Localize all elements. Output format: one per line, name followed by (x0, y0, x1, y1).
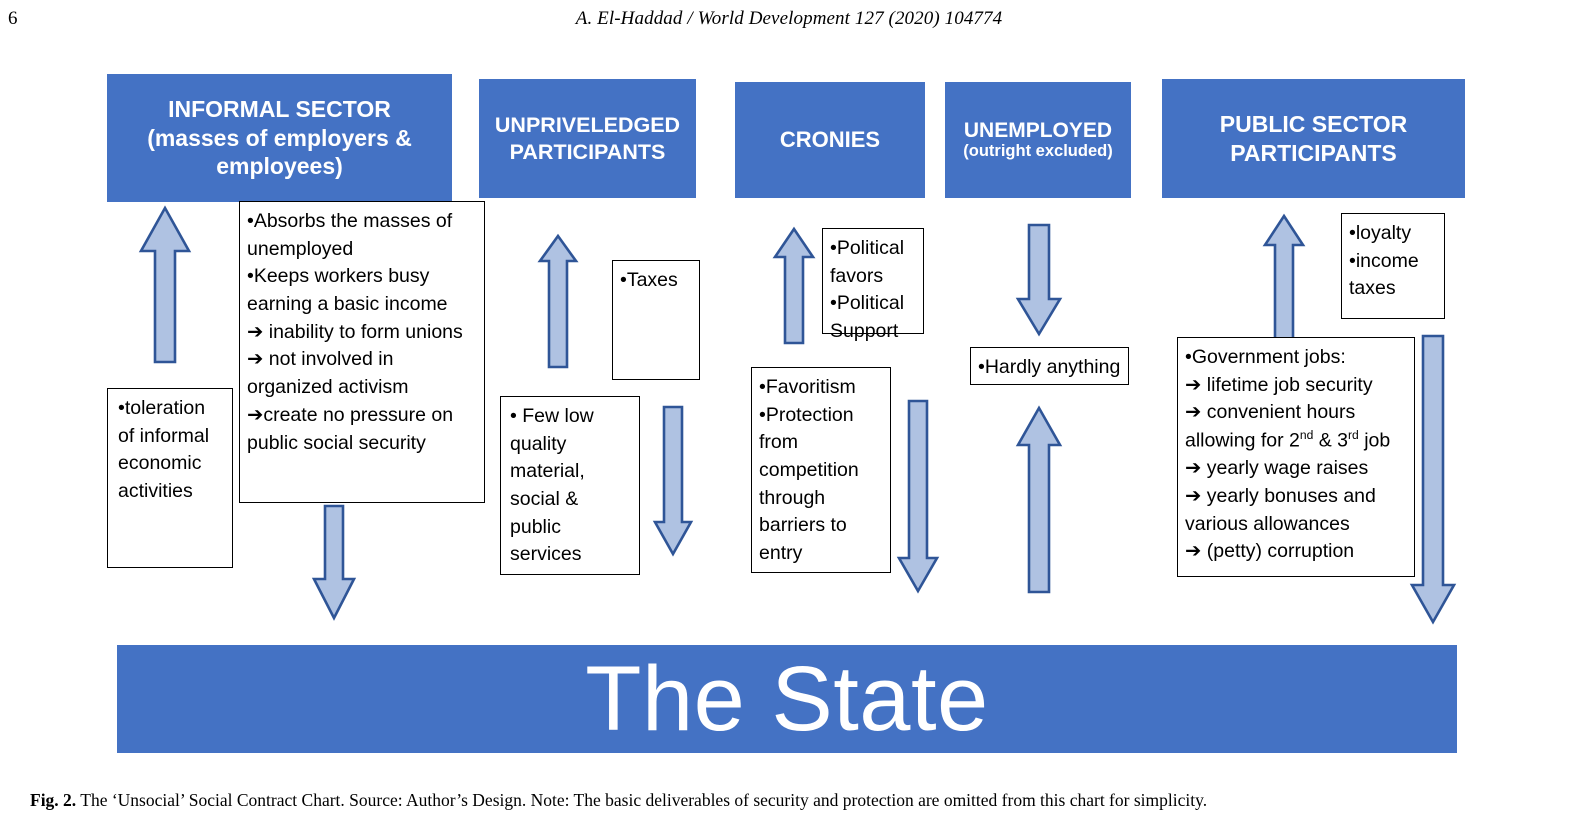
header-informal-sector-line2: (masses of employers & employees) (147, 124, 412, 180)
page-number: 6 (8, 8, 18, 29)
header-box-unemployed: UNEMPLOYED (outright excluded) (945, 82, 1131, 198)
header-unpriveledged-line1: UNPRIVELEDGED (494, 112, 681, 137)
down-arrow-public-sector (1409, 334, 1457, 625)
header-box-cronies: CRONIES (735, 82, 925, 198)
textbox-favoritism-protection: •Favoritism •Protection from competition… (751, 367, 891, 573)
figure-caption-text: The ‘Unsocial’ Social Contract Chart. So… (80, 790, 1208, 810)
header-unemployed-line2: (outright excluded) (963, 142, 1113, 161)
government-jobs-part1: •Government jobs: ➔ lifetime job securit… (1185, 346, 1373, 452)
header-box-informal-sector: INFORMAL SECTOR (masses of employers & e… (107, 74, 452, 202)
textbox-taxes: •Taxes (612, 260, 700, 380)
down-arrow-unemployed (1015, 223, 1063, 337)
running-head: A. El-Haddad / World Development 127 (20… (575, 8, 1003, 29)
textbox-hardly-anything: •Hardly anything (970, 347, 1129, 385)
textbox-absorbs-masses: •Absorbs the masses of unemployed •Keeps… (239, 201, 485, 503)
up-arrow-unpriveledged (537, 233, 579, 369)
header-cronies-line1: CRONIES (779, 127, 881, 153)
header-unemployed-line1: UNEMPLOYED (963, 119, 1113, 143)
government-jobs-sup-3rd: rd (1348, 428, 1359, 443)
header-box-unpriveledged-participants: UNPRIVELEDGED PARTICIPANTS (479, 79, 696, 198)
header-unpriveledged-line2: PARTICIPANTS (509, 139, 666, 164)
header-public-sector-line1: PUBLIC SECTOR (1219, 110, 1408, 137)
government-jobs-sup-2nd: nd (1299, 428, 1314, 443)
textbox-toleration: •toleration of informal economic activit… (107, 388, 233, 568)
up-arrow-unemployed (1015, 405, 1063, 594)
textbox-loyalty-income-taxes: •loyalty •income taxes (1341, 213, 1445, 319)
textbox-political-favors: •Political favors •Political Support (822, 228, 924, 342)
down-arrow-unpriveledged (652, 405, 694, 557)
textbox-government-jobs: •Government jobs: ➔ lifetime job securit… (1177, 337, 1415, 577)
up-arrow-cronies (772, 226, 816, 345)
textbox-few-low-quality-services: • Few low quality material, social & pub… (500, 396, 640, 575)
down-arrow-cronies (896, 399, 940, 594)
government-jobs-part2: & 3 (1313, 429, 1349, 452)
down-arrow-informal-sector (311, 504, 357, 621)
state-bar: The State (117, 645, 1457, 753)
header-informal-sector-line1: INFORMAL SECTOR (168, 95, 391, 122)
up-arrow-public-sector (1262, 213, 1306, 342)
government-jobs-part3: job ➔ yearly wage raises ➔ yearly bonuse… (1185, 429, 1391, 563)
up-arrow-informal-sector (138, 205, 192, 364)
figure-caption: Fig. 2. The ‘Unsocial’ Social Contract C… (30, 790, 1560, 811)
figure-caption-label: Fig. 2. (30, 790, 77, 810)
header-box-public-sector-participants: PUBLIC SECTOR PARTICIPANTS (1162, 79, 1465, 198)
header-public-sector-line2: PARTICIPANTS (1230, 139, 1397, 166)
